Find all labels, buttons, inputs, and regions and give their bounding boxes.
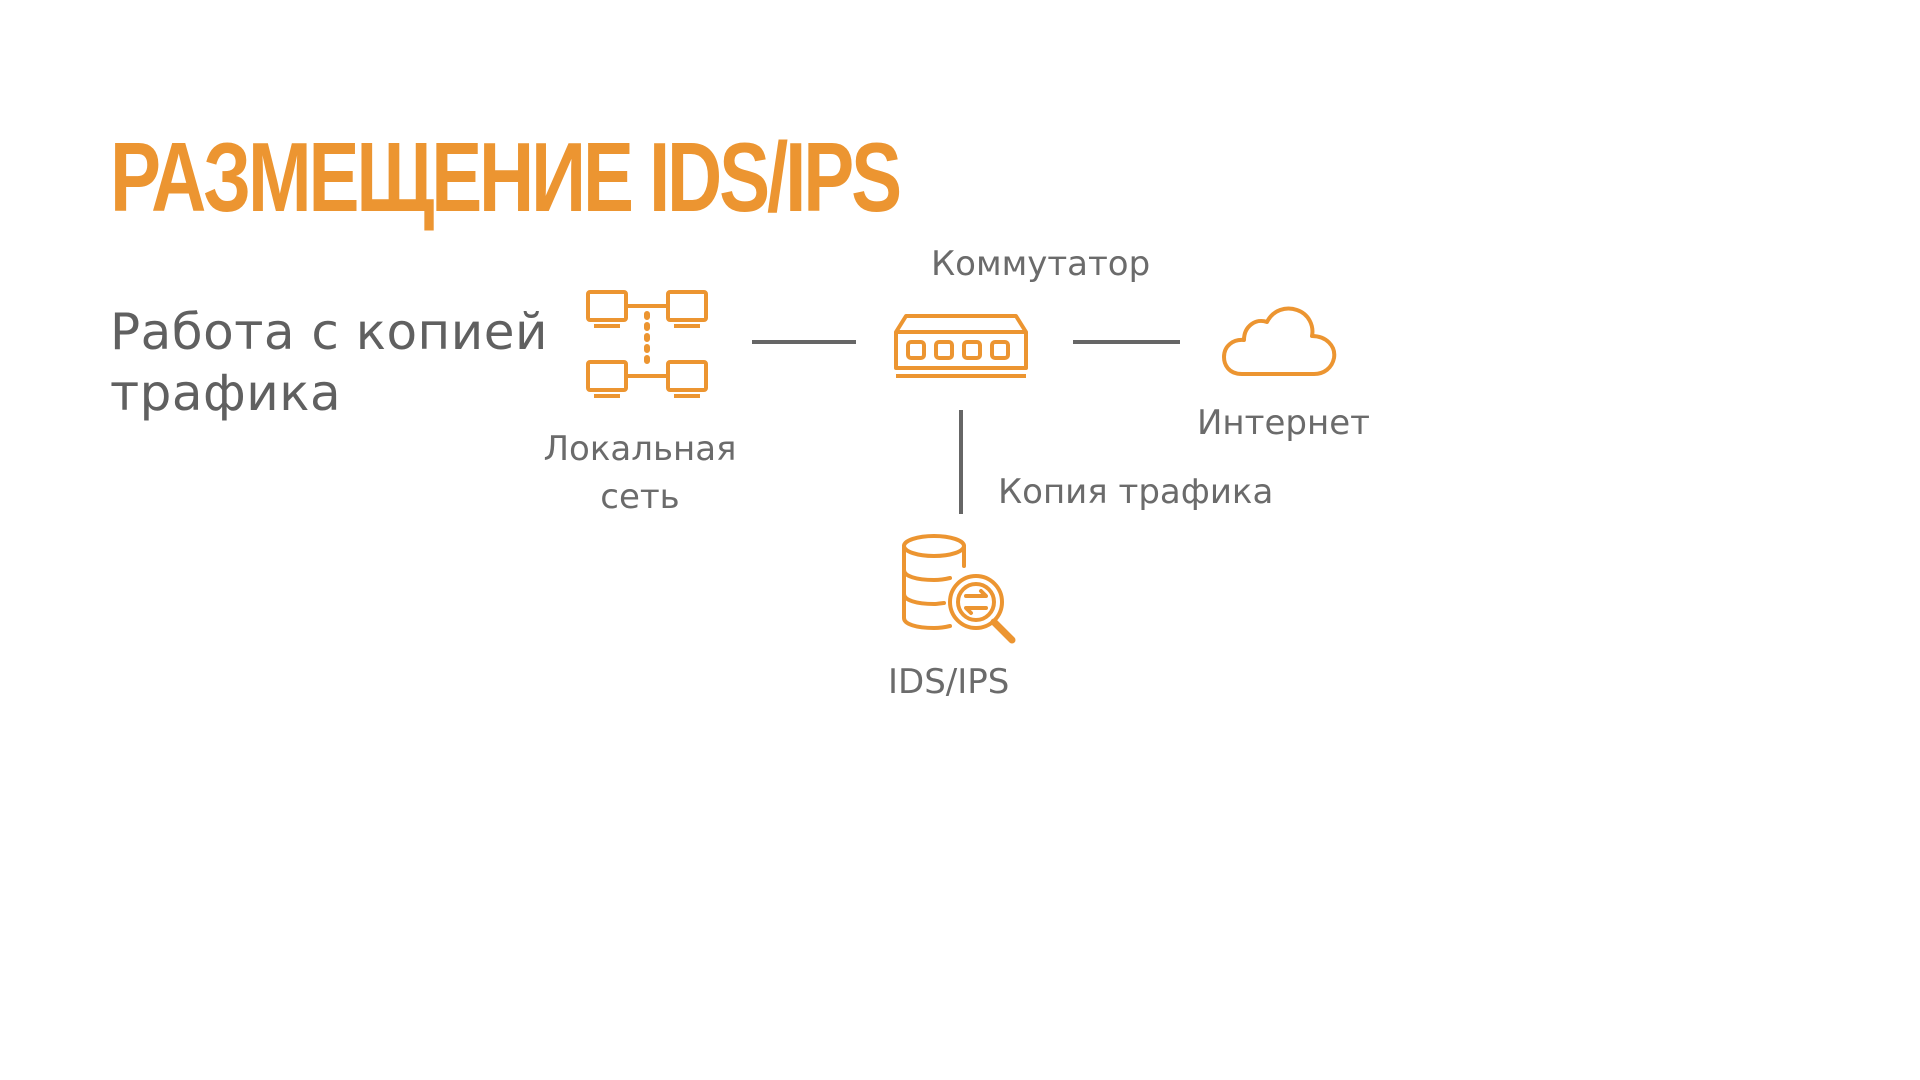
internet-label: Интернет (1197, 403, 1370, 443)
database-search-icon (902, 534, 1016, 644)
switch-label: Коммутатор (931, 244, 1151, 284)
traffic-copy-label: Копия трафика (998, 472, 1274, 512)
edge-switch-to-internet (1073, 340, 1180, 344)
slide-title: РАЗМЕЩЕНИЕ IDS/IPS (110, 122, 902, 232)
cloud-icon (1222, 306, 1337, 376)
local-network-icon (586, 290, 708, 398)
network-switch-icon (894, 314, 1028, 378)
local-network-label: Локальная сеть (543, 429, 737, 517)
slide-subtitle: Работа с копией трафика (110, 303, 548, 422)
edge-local-to-switch (752, 340, 856, 344)
ids-ips-label: IDS/IPS (888, 662, 1010, 702)
edge-switch-to-ids (959, 410, 963, 514)
